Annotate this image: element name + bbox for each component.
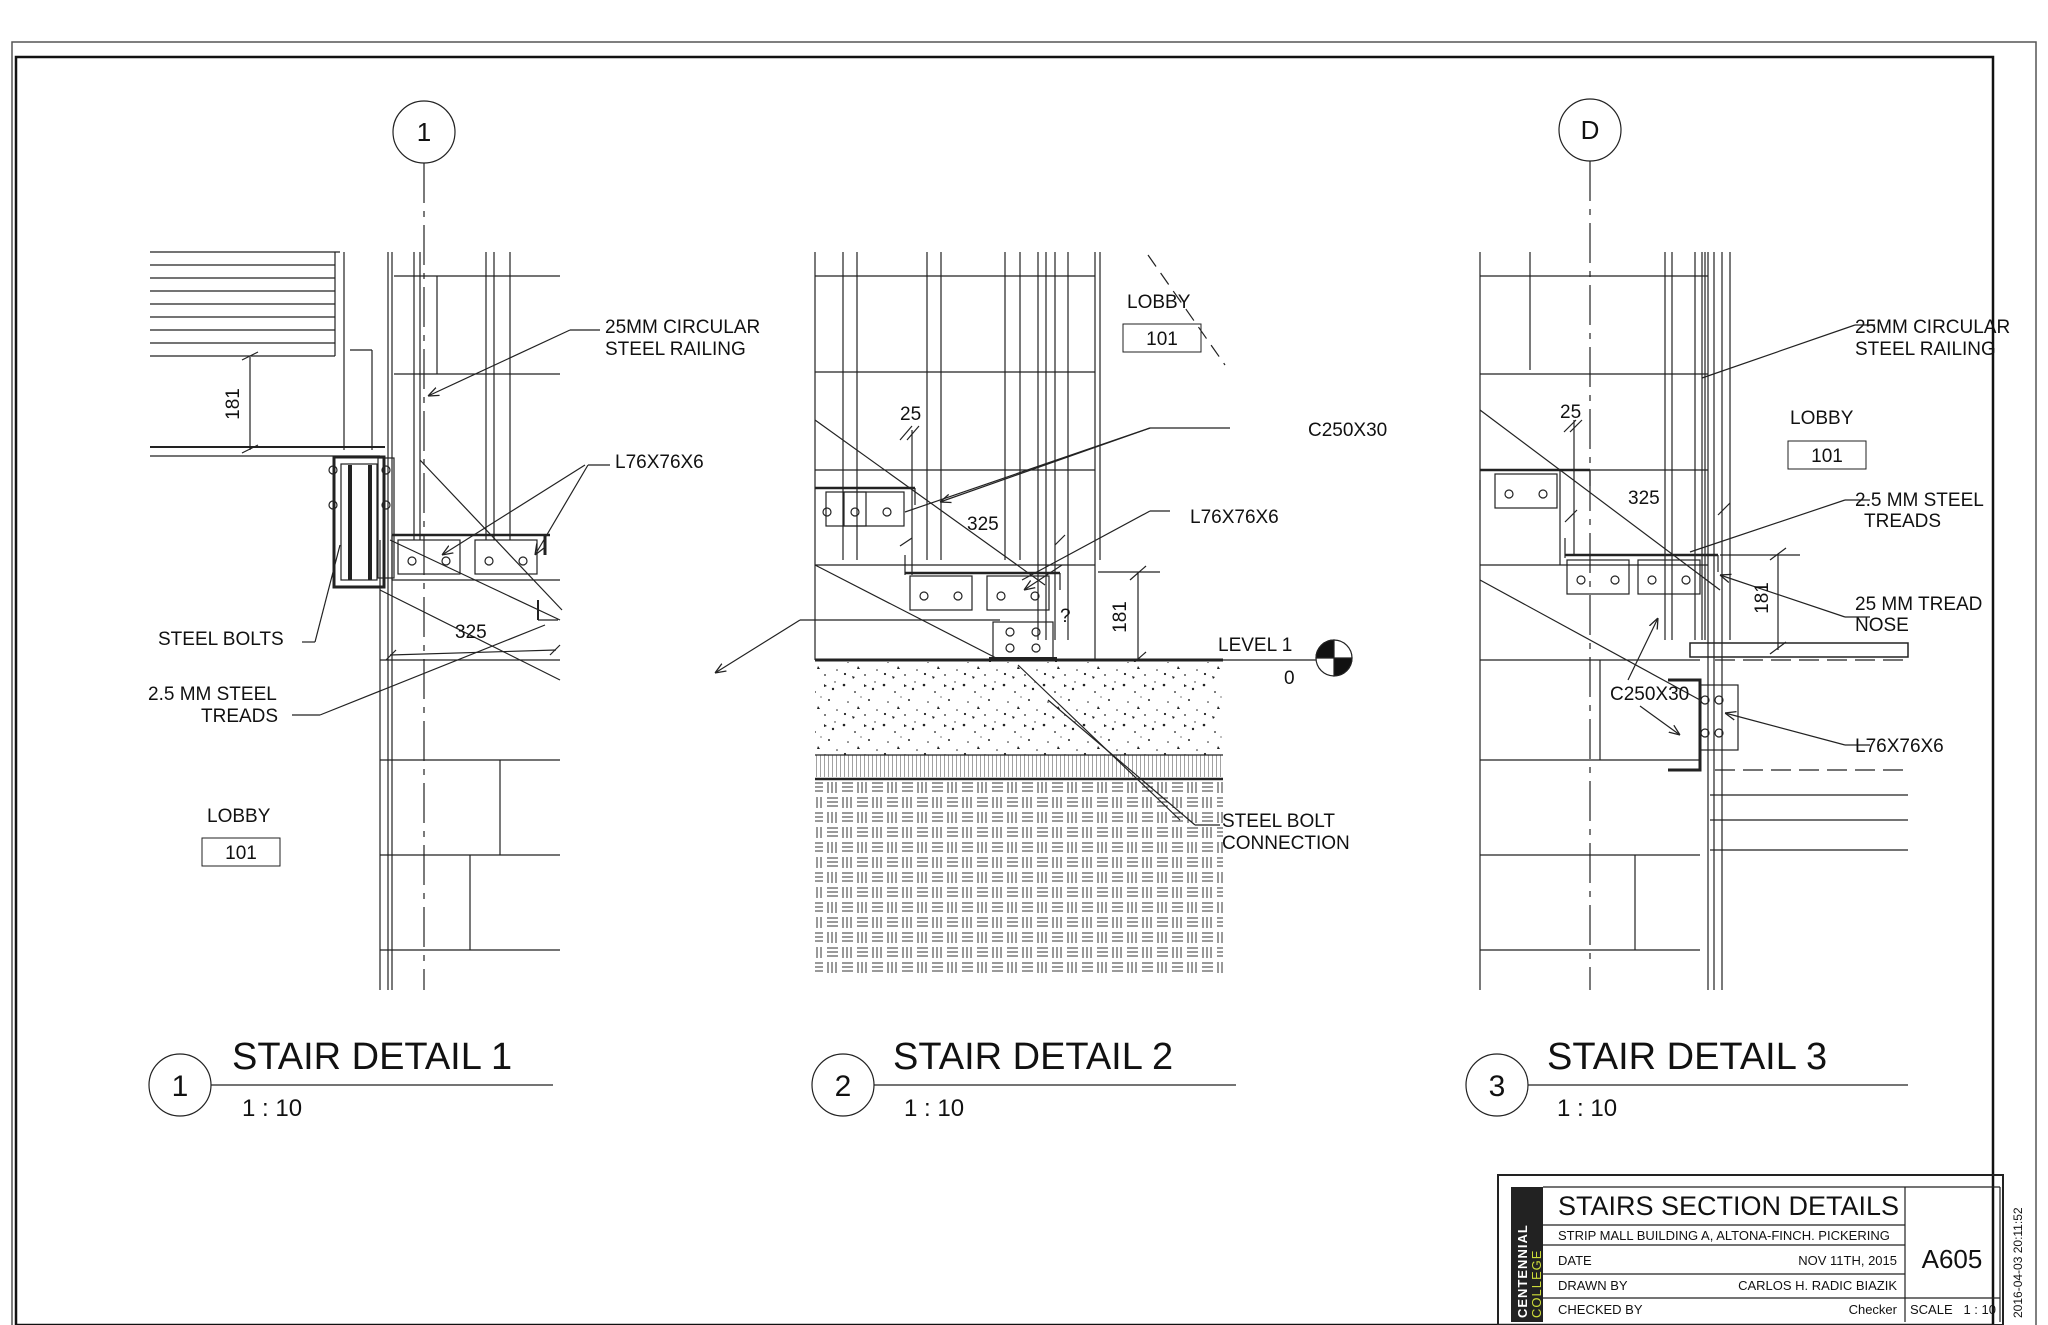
scale-label: SCALE: [1910, 1302, 1953, 1317]
d1-treads-note-1: 2.5 MM STEEL: [148, 684, 277, 705]
d1-railing-note-2: STEEL RAILING: [605, 339, 746, 360]
d2-channel-note: C250X30: [1308, 420, 1387, 441]
level-marker-icon: [1315, 639, 1353, 677]
project-name: STRIP MALL BUILDING A, ALTONA-FINCH. PIC…: [1558, 1228, 1890, 1243]
checked-label: CHECKED BY: [1558, 1302, 1643, 1317]
d2-level-name: LEVEL 1: [1218, 635, 1292, 656]
d3-dim-rise: 181: [1752, 582, 1773, 614]
d2-dim-rise: 181: [1110, 601, 1131, 633]
d2-number: 2: [835, 1070, 852, 1103]
d3-title: STAIR DETAIL 3: [1547, 1036, 1827, 1078]
d1-room-number: 101: [225, 843, 257, 864]
d3-treads-note-1: 2.5 MM STEEL: [1855, 490, 1984, 511]
checked-value: Checker: [1849, 1302, 1898, 1317]
d2-dim-run: 325: [967, 514, 999, 535]
d1-number: 1: [172, 1070, 189, 1103]
d3-channel-note: C250X30: [1610, 684, 1689, 705]
d2-room-number: 101: [1146, 329, 1178, 350]
d1-room-name: LOBBY: [207, 806, 271, 827]
college-logo: [1511, 1187, 1543, 1322]
d2-room-name: LOBBY: [1127, 292, 1191, 313]
grid-bubble-1: 1: [417, 117, 431, 147]
d2-angle-note: L76X76X6: [1190, 507, 1279, 528]
d3-angle-note: L76X76X6: [1855, 736, 1944, 757]
stair-detail-3: [1465, 98, 1909, 1117]
plot-timestamp: 2016-04-03 20:11:52: [2011, 1207, 2025, 1318]
d3-nose-note-2: NOSE: [1855, 615, 1909, 636]
d1-dim-run: 325: [455, 622, 487, 643]
d1-title: STAIR DETAIL 1: [232, 1036, 512, 1078]
d1-bolts-note: STEEL BOLTS: [158, 629, 284, 650]
d1-railing-note-1: 25MM CIRCULAR: [605, 317, 760, 338]
d2-scale: 1 : 10: [904, 1095, 964, 1122]
grid-bubble-d: D: [1581, 115, 1600, 145]
stair-detail-1: [148, 100, 610, 1117]
d2-title: STAIR DETAIL 2: [893, 1036, 1173, 1078]
title-block: [1497, 1174, 2004, 1325]
sheet-number: A605: [1922, 1244, 1983, 1274]
d3-dim-run: 325: [1628, 488, 1660, 509]
logo-line-2: COLLEGE: [1529, 1250, 1544, 1318]
drawn-label: DRAWN BY: [1558, 1278, 1628, 1293]
d2-question: ?: [1060, 606, 1071, 627]
d2-bolt-note-1: STEEL BOLT: [1222, 811, 1335, 832]
d3-number: 3: [1489, 1070, 1506, 1103]
d3-railing-note-2: STEEL RAILING: [1855, 339, 1996, 360]
d2-level-value: 0: [1284, 668, 1295, 689]
date-value: NOV 11TH, 2015: [1798, 1253, 1897, 1268]
inner-border: [14, 55, 1995, 1325]
d1-dim-rise: 181: [223, 388, 244, 420]
scale-value: 1 : 10: [1963, 1302, 1996, 1317]
d3-room-name: LOBBY: [1790, 408, 1854, 429]
d3-nose-note-1: 25 MM TREAD: [1855, 594, 1982, 615]
logo-line-1: CENTENNIAL: [1515, 1224, 1530, 1318]
stair-detail-2: [715, 252, 1353, 1117]
d3-scale: 1 : 10: [1557, 1095, 1617, 1122]
d3-railing-note-1: 25MM CIRCULAR: [1855, 317, 2010, 338]
d1-treads-note-2: TREADS: [201, 706, 278, 727]
d1-scale: 1 : 10: [242, 1095, 302, 1122]
d3-room-number: 101: [1811, 446, 1843, 467]
d1-angle-note: L76X76X6: [615, 452, 704, 473]
drawn-value: CARLOS H. RADIC BIAZIK: [1738, 1278, 1897, 1293]
d3-treads-note-2: TREADS: [1864, 511, 1941, 532]
outer-border: [11, 41, 2037, 1325]
sheet-title: STAIRS SECTION DETAILS: [1558, 1191, 1899, 1221]
d3-dim-25: 25: [1560, 402, 1581, 423]
date-label: DATE: [1558, 1253, 1592, 1268]
d2-dim-25: 25: [900, 404, 921, 425]
d2-bolt-note-2: CONNECTION: [1222, 833, 1350, 854]
